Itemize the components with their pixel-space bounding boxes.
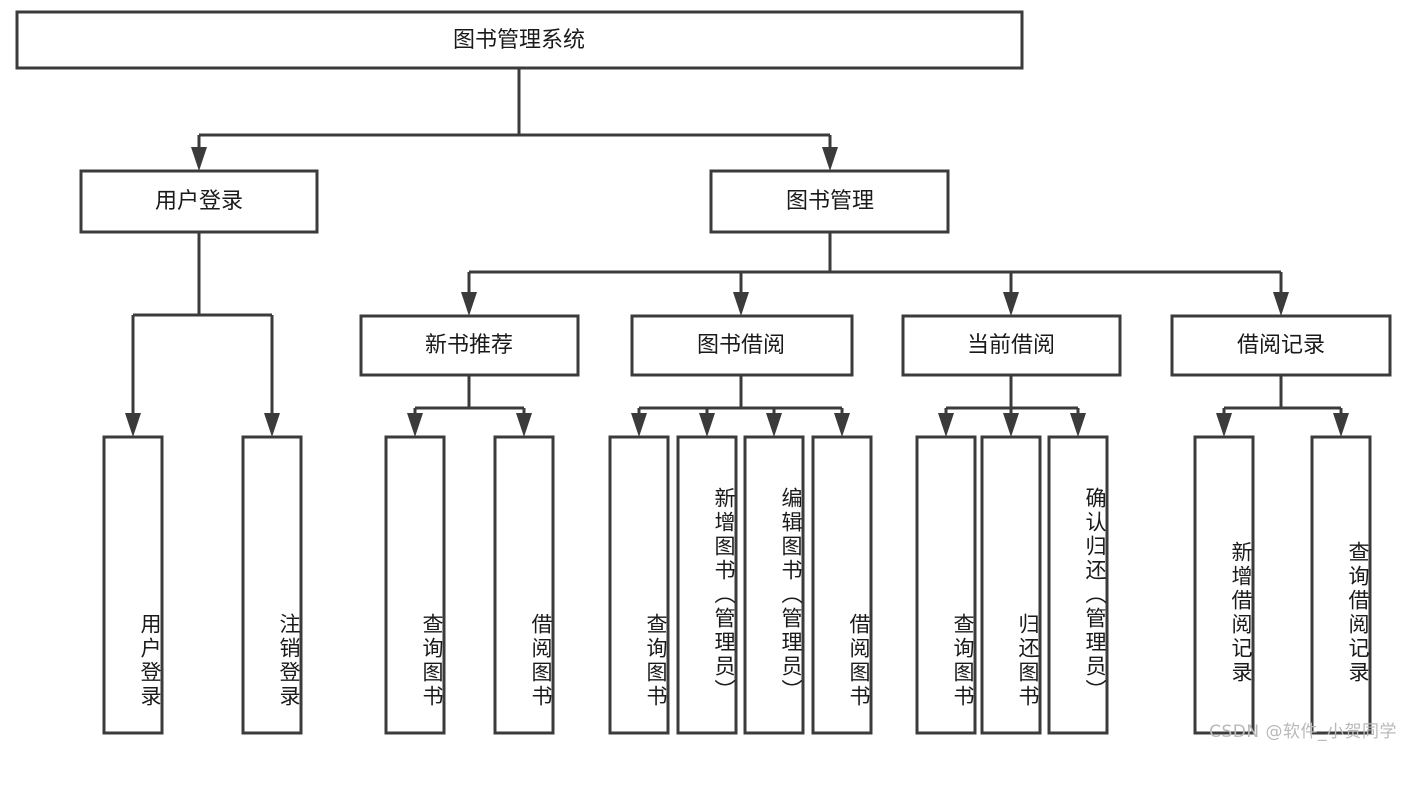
arrow-head-leaf-borrow-book-2 [834, 413, 850, 437]
connector-group-book-manage [461, 232, 1289, 316]
leaf-boxes-new-book-rec [384, 435, 555, 735]
leaf-add-record-box[interactable] [1193, 435, 1255, 735]
arrow-head-leaf-edit-book [766, 413, 782, 437]
arrow-head-book-manage [822, 147, 838, 171]
arrow-head-leaf-return-book [1003, 413, 1019, 437]
arrow-head-leaf-user-login [125, 413, 141, 437]
arrow-head-leaf-add-record [1216, 413, 1232, 437]
leaf-add-book-box[interactable] [676, 435, 738, 735]
arrow-head-leaf-confirm-return [1070, 413, 1086, 437]
node-user-login-box[interactable] [79, 169, 319, 234]
arrow-head-leaf-query-book-2 [631, 413, 647, 437]
node-current-borrow-label: 当前借阅 [967, 333, 1055, 358]
node-borrow-record-box[interactable] [1170, 314, 1392, 377]
node-new-book-rec[interactable]: 新书推荐 [359, 314, 580, 377]
leaf-query-record-box[interactable] [1310, 435, 1372, 735]
node-current-borrow-box[interactable] [901, 314, 1122, 377]
node-user-login[interactable]: 用户登录 [79, 169, 319, 234]
connector-group-user-login [125, 232, 280, 437]
leaf-query-book-1-box[interactable] [384, 435, 446, 735]
diagram-canvas-container: 图书管理系统 用户登录 图书管理 新书推荐 图书借阅 当前借阅 借阅记录 [15, 10, 1397, 742]
arrow-head-book-borrow [733, 292, 749, 316]
node-user-login-label: 用户登录 [155, 189, 243, 214]
node-new-book-rec-label: 新书推荐 [425, 333, 513, 358]
leaf-boxes-current-borrow [915, 435, 1109, 735]
node-book-manage[interactable]: 图书管理 [709, 169, 950, 234]
leaf-query-book-2-box[interactable] [608, 435, 670, 735]
node-borrow-record-label: 借阅记录 [1237, 333, 1325, 358]
arrow-head-leaf-query-book-1 [407, 413, 423, 437]
connector-group-borrow-record [1216, 375, 1349, 437]
arrow-head-new-book-rec [461, 292, 477, 316]
leaf-confirm-return-box[interactable] [1047, 435, 1109, 735]
leaf-boxes-borrow-record [1193, 435, 1372, 735]
node-book-borrow-label: 图书借阅 [697, 333, 785, 358]
node-root[interactable]: 图书管理系统 [15, 10, 1024, 70]
arrow-head-current-borrow [1003, 292, 1019, 316]
node-book-borrow-box[interactable] [630, 314, 854, 377]
arrow-head-borrow-record [1273, 292, 1289, 316]
leaf-logout-box[interactable] [241, 435, 303, 735]
arrow-head-leaf-add-book [699, 413, 715, 437]
node-book-manage-label: 图书管理 [786, 189, 874, 214]
leaf-boxes-user-login [102, 435, 303, 735]
node-root-label: 图书管理系统 [453, 28, 585, 53]
arrow-head-user-login [191, 147, 207, 171]
leaf-return-book-box[interactable] [980, 435, 1042, 735]
connector-group-book-borrow [631, 375, 850, 437]
leaf-edit-book-box[interactable] [743, 435, 805, 735]
connector-group-current-borrow [938, 375, 1086, 437]
arrow-head-leaf-query-book-3 [938, 413, 954, 437]
leaf-user-login-box[interactable] [102, 435, 164, 735]
connector-group-root [191, 68, 838, 171]
node-current-borrow[interactable]: 当前借阅 [901, 314, 1122, 377]
arrow-head-leaf-logout [264, 413, 280, 437]
node-book-manage-box[interactable] [709, 169, 950, 234]
node-root-box[interactable] [15, 10, 1024, 70]
leaf-boxes-book-borrow [608, 435, 873, 735]
leaf-borrow-book-1-box[interactable] [493, 435, 555, 735]
leaf-borrow-book-2-box[interactable] [811, 435, 873, 735]
node-new-book-rec-box[interactable] [359, 314, 580, 377]
arrow-head-leaf-query-record [1333, 413, 1349, 437]
connector-group-new-book-rec [407, 375, 532, 437]
leaf-query-book-3-box[interactable] [915, 435, 977, 735]
node-book-borrow[interactable]: 图书借阅 [630, 314, 854, 377]
tree-diagram: 图书管理系统 用户登录 图书管理 新书推荐 图书借阅 当前借阅 借阅记录 [15, 10, 1392, 735]
arrow-head-leaf-borrow-book-1 [516, 413, 532, 437]
csdn-watermark: CSDN @软件_小贺同学 [1209, 722, 1397, 742]
node-borrow-record[interactable]: 借阅记录 [1170, 314, 1392, 377]
